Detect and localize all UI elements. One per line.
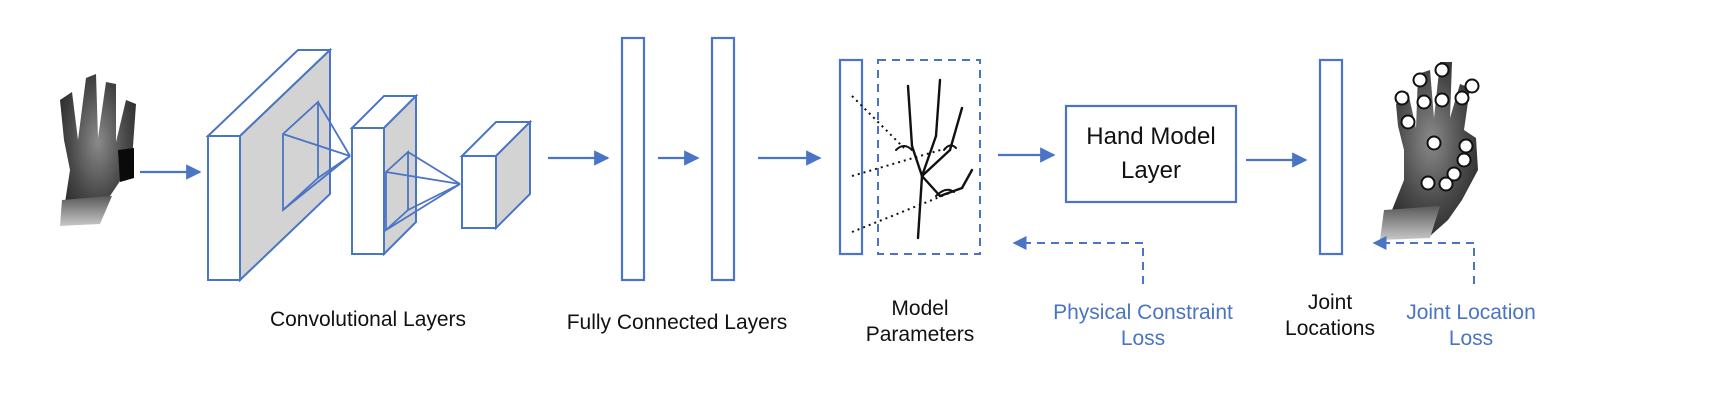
joint-location-loss-line-2: Loss	[1448, 327, 1494, 350]
physical-constraint-loss-arrow	[1012, 236, 1144, 284]
conv-layer-2	[349, 93, 461, 257]
fc-layers-label: Fully Connected Layers	[566, 311, 788, 334]
physical-constraint-loss-label: Physical Constraint Loss	[1038, 300, 1248, 352]
model-parameters-label-line-1: Model	[891, 297, 949, 320]
model-parameters-label: Model Parameters	[845, 296, 995, 348]
joint-location-loss-arrow	[1372, 236, 1475, 284]
joint-location-loss-label: Joint Location Loss	[1396, 300, 1546, 352]
hand-model-layer-box	[1064, 104, 1238, 204]
joint-locations-label: Joint Locations	[1280, 290, 1380, 342]
output-hand-image	[1380, 62, 1480, 240]
conv-layer-3	[459, 119, 533, 231]
parameter-leader-lines	[851, 95, 963, 233]
hand-skeleton-icon	[895, 78, 974, 240]
hand-skeleton-box	[877, 59, 981, 255]
input-depth-hand-image	[60, 74, 136, 226]
fc-layer-2	[710, 36, 736, 282]
joint-locations-vector	[1318, 58, 1344, 256]
hand-model-layer-label: Hand Model Layer	[1066, 120, 1236, 188]
conv-layer-1	[205, 47, 351, 283]
hand-model-label-line-1: Hand Model	[1086, 123, 1216, 150]
physical-constraint-loss-line-1: Physical Constraint	[1053, 301, 1233, 324]
model-parameters-label-line-2: Parameters	[865, 323, 975, 346]
hand-model-label-line-2: Layer	[1120, 157, 1182, 184]
joint-locations-label-line-2: Locations	[1285, 317, 1375, 340]
model-parameters-vector	[838, 58, 864, 256]
fc-layer-1	[620, 36, 646, 282]
conv-layers-label: Convolutional Layers	[269, 308, 467, 331]
physical-constraint-loss-line-2: Loss	[1120, 327, 1166, 350]
joint-location-loss-line-1: Joint Location	[1406, 301, 1536, 324]
joint-locations-label-line-1: Joint	[1307, 291, 1353, 314]
